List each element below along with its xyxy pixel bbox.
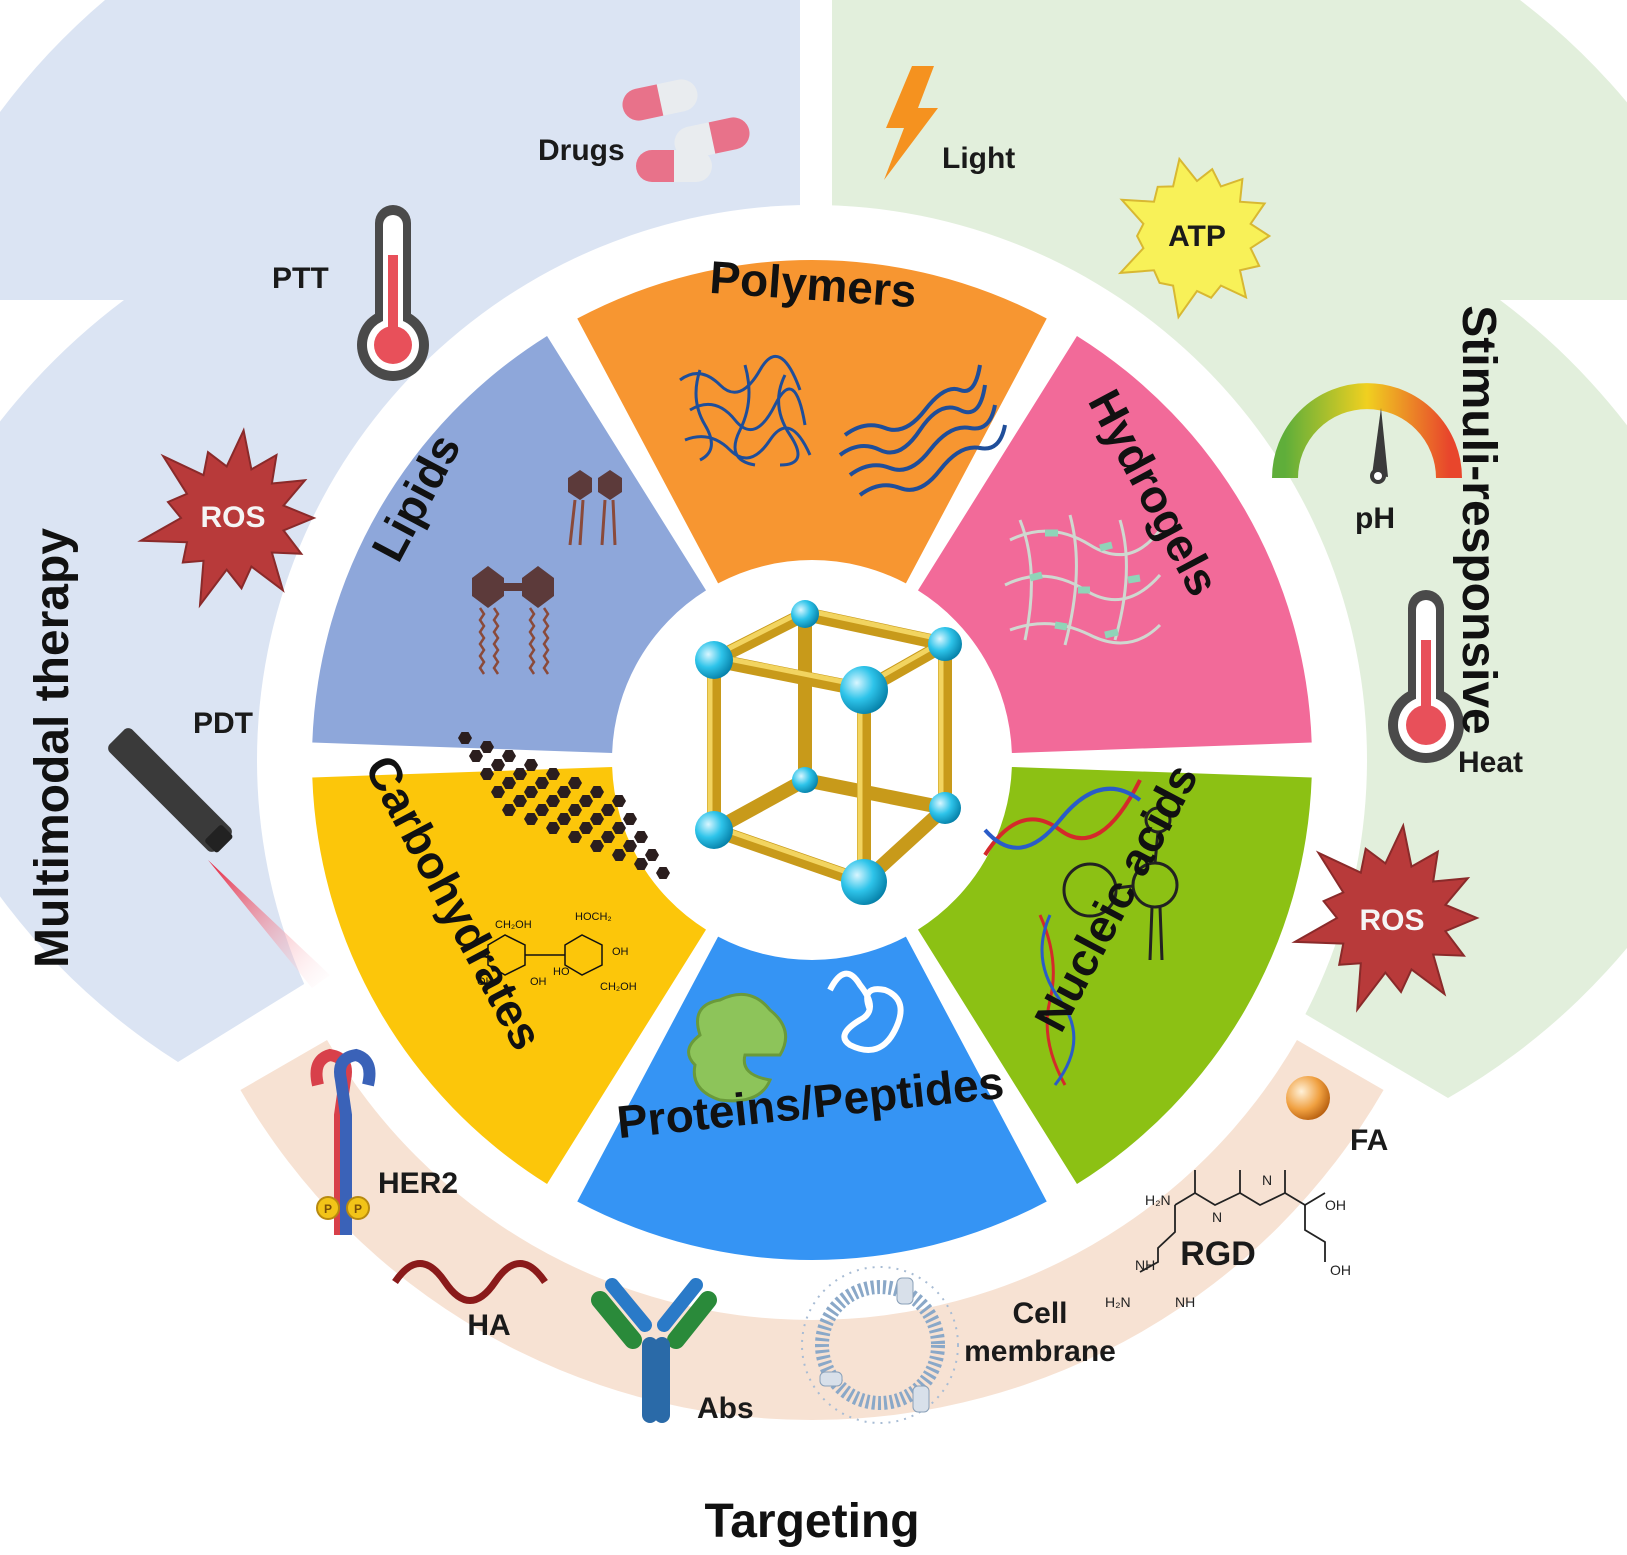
ptt-thermometer-icon: [357, 205, 429, 381]
segment-carbohydrates: [312, 766, 707, 1185]
phospholipid-icon: [472, 470, 622, 675]
inner-wheel: [312, 260, 1312, 1261]
label-ros-right: ROS: [1359, 904, 1424, 937]
title-stimuli-responsive: Stimuli-responsive: [1452, 305, 1505, 734]
label-abs: Abs: [697, 1392, 754, 1425]
segment-lipids: [312, 335, 707, 754]
label-rgd: RGD: [1180, 1235, 1256, 1273]
svg-text:H₂N: H₂N: [1145, 1192, 1171, 1208]
outer-sector-targeting: [240, 1040, 1384, 1420]
svg-text:P: P: [354, 1202, 362, 1216]
antibody-icon: [591, 1278, 717, 1423]
dna-helix-icon: [983, 779, 1142, 857]
heat-thermometer-icon: [1388, 590, 1464, 763]
disaccharide-structure-icon: [487, 934, 603, 976]
svg-text:OH: OH: [1330, 1262, 1351, 1278]
light-bolt-icon: [884, 66, 938, 180]
ph-gauge-icon: [1272, 383, 1462, 484]
rgd-atom-labels: H₂N N N OH OH NH H₂N NH: [1105, 1172, 1351, 1310]
svg-text:CH₂OH: CH₂OH: [495, 919, 532, 931]
svg-text:H₂N: H₂N: [1105, 1294, 1131, 1310]
svg-text:HO: HO: [553, 966, 570, 978]
peptide-coil-icon: [827, 970, 904, 1053]
svg-text:N: N: [1262, 1172, 1272, 1188]
label-light: Light: [942, 142, 1015, 175]
label-pdt: PDT: [193, 707, 253, 740]
label-her2: HER2: [378, 1167, 458, 1200]
her2-receptor-icon: P P: [310, 1048, 376, 1235]
ros-burst-right-icon: [1291, 822, 1480, 1013]
polymer-chains-icon: [838, 364, 1007, 497]
atp-burst-icon: [1117, 156, 1272, 320]
dna-hairpin-icon: [1062, 806, 1179, 961]
graphene-sheet-icon: [458, 731, 670, 880]
rgd-structure-icon: [1139, 1170, 1326, 1273]
svg-text:OH: OH: [612, 946, 629, 958]
drug-capsules-icon: [622, 79, 750, 182]
label-atp: ATP: [1168, 220, 1226, 253]
label-ph: pH: [1355, 502, 1395, 535]
polymer-network-icon: [679, 355, 812, 467]
segment-proteins-peptides: [577, 936, 1047, 1261]
cell-membrane-icon: [801, 1266, 959, 1424]
ros-burst-left-icon: [137, 427, 317, 609]
title-targeting: Targeting: [704, 1495, 919, 1548]
svg-text:P: P: [324, 1202, 332, 1216]
label-ros-left: ROS: [200, 501, 265, 534]
svg-text:NH: NH: [1175, 1294, 1195, 1310]
svg-text:HOCH₂: HOCH₂: [575, 911, 612, 923]
ha-polymer-icon: [392, 1260, 548, 1304]
svg-text:N: N: [1212, 1209, 1222, 1225]
protein-globular-icon: [687, 992, 788, 1103]
svg-text:OH: OH: [1325, 1197, 1346, 1213]
segment-polymers: [577, 260, 1047, 584]
svg-text:OH: OH: [530, 976, 547, 988]
dna-strand-icon: [1038, 914, 1076, 1086]
label-heat: Heat: [1458, 746, 1523, 779]
label-ha: HA: [467, 1309, 510, 1342]
title-multimodal-therapy: Multimodal therapy: [26, 528, 79, 968]
pdt-laser-icon: [108, 728, 330, 988]
sugar-labels: CH₂OH HOCH₂ OH OH HO CH₂OH OH: [477, 911, 637, 993]
segment-hydrogels: [917, 335, 1312, 754]
framework-cube-icon: [695, 600, 962, 905]
fa-bead-icon: [1286, 1076, 1330, 1120]
svg-text:NH: NH: [1135, 1257, 1155, 1273]
label-ptt: PTT: [272, 262, 329, 295]
hydrogel-network-icon: [1004, 514, 1162, 646]
svg-text:CH₂OH: CH₂OH: [600, 981, 637, 993]
svg-text:OH: OH: [477, 976, 494, 988]
label-fa: FA: [1350, 1124, 1388, 1157]
label-drugs: Drugs: [538, 134, 625, 167]
segment-nucleic-acids: [917, 766, 1312, 1185]
